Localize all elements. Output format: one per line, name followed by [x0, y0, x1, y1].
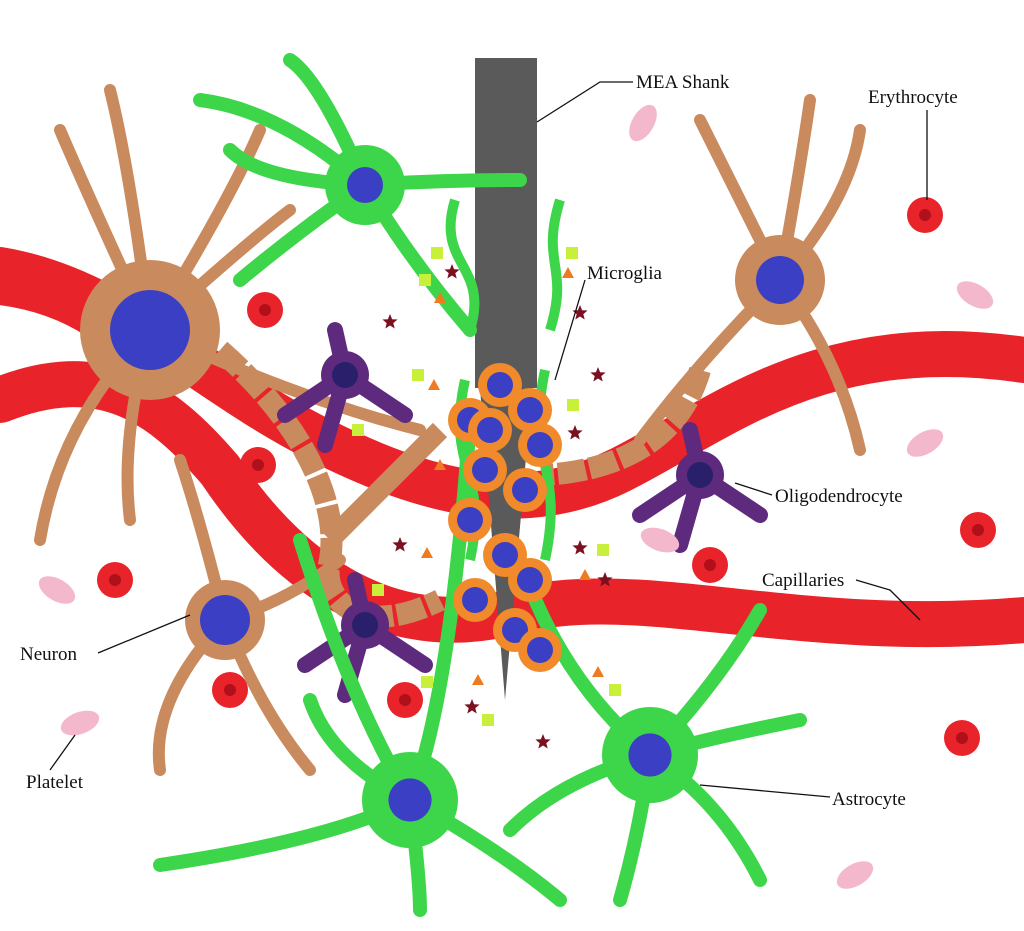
neuron-nucleus: [200, 595, 250, 645]
cytokine-star-marker: [392, 537, 408, 552]
cytokine-star-marker: [590, 367, 606, 382]
oligodendrocyte-nucleus: [687, 462, 713, 488]
microglia-nucleus: [517, 567, 543, 593]
square-marker: [431, 247, 443, 259]
cytokine-star-marker: [535, 734, 551, 749]
cytokine-star-marker: [382, 314, 398, 329]
square-marker: [566, 247, 578, 259]
leader-line: [855, 579, 921, 621]
microglia-nucleus: [517, 397, 543, 423]
cytokine-star-marker: [464, 699, 480, 714]
erythrocyte-center: [109, 574, 121, 586]
erythrocyte-center: [252, 459, 264, 471]
leader-line: [734, 482, 773, 496]
triangle-marker: [472, 674, 484, 685]
microglia-nucleus: [492, 542, 518, 568]
platelet: [60, 710, 100, 736]
erythrocyte-center: [704, 559, 716, 571]
triangle-marker: [592, 666, 604, 677]
astrocyte-process: [545, 198, 565, 332]
markers-layer: [352, 247, 621, 749]
square-marker: [372, 584, 384, 596]
triangle-marker: [579, 569, 591, 580]
label-erythrocyte: Erythrocyte: [868, 87, 958, 108]
platelet: [836, 861, 874, 889]
leader-line: [554, 279, 586, 381]
leader-line: [97, 614, 191, 654]
square-marker: [482, 714, 494, 726]
square-marker: [597, 544, 609, 556]
erythrocyte-center: [972, 524, 984, 536]
oligodendrocyte-process: [277, 322, 413, 453]
platelet: [906, 429, 944, 457]
oligodendrocyte-nucleus: [332, 362, 358, 388]
oligodendrocyte-nucleus: [352, 612, 378, 638]
cytokine-star-marker: [572, 540, 588, 555]
microglia-nucleus: [472, 457, 498, 483]
microglia-nucleus: [462, 587, 488, 613]
cytokine-star-marker: [444, 264, 460, 279]
leader-line: [699, 784, 831, 798]
triangle-marker: [428, 379, 440, 390]
astrocyte-nucleus: [347, 167, 383, 203]
square-marker: [609, 684, 621, 696]
label-platelet: Platelet: [26, 772, 84, 793]
neuron-nucleus: [110, 290, 190, 370]
square-marker: [567, 399, 579, 411]
mea-shank: [475, 58, 537, 388]
cytokine-star-marker: [572, 305, 588, 320]
erythrocyte-center: [259, 304, 271, 316]
square-marker: [421, 676, 433, 688]
neuron-nucleus: [756, 256, 804, 304]
microglia-nucleus: [527, 637, 553, 663]
astrocyte-nucleus: [388, 778, 432, 822]
microglia-nucleus: [457, 507, 483, 533]
erythrocyte-center: [399, 694, 411, 706]
erythrocyte-center: [956, 732, 968, 744]
leader-lines: [49, 81, 928, 798]
triangle-marker: [434, 459, 446, 470]
microglia-nucleus: [512, 477, 538, 503]
platelet: [640, 527, 680, 553]
label-neuron: Neuron: [20, 644, 77, 665]
neuron-axon: [544, 366, 711, 486]
neuron-axon: [322, 422, 448, 548]
leader-line: [49, 734, 76, 771]
erythrocyte-center: [919, 209, 931, 221]
microglia-nucleus: [502, 617, 528, 643]
erythrocyte-center: [224, 684, 236, 696]
leader-line: [536, 81, 633, 123]
label-mea-shank: MEA Shank: [636, 72, 730, 93]
astrocyte-nucleus: [628, 733, 672, 777]
microglia-nucleus: [487, 372, 513, 398]
cells-layer: [34, 53, 996, 917]
microglia-nucleus: [527, 432, 553, 458]
label-oligodendrocyte: Oligodendrocyte: [775, 486, 903, 507]
platelet: [38, 576, 76, 604]
triangle-marker: [434, 292, 446, 303]
label-capillaries: Capillaries: [762, 570, 844, 591]
oligodendrocyte-process: [632, 422, 768, 553]
label-microglia: Microglia: [587, 263, 662, 284]
triangle-marker: [562, 267, 574, 278]
cytokine-star-marker: [567, 425, 583, 440]
astrocyte-process: [445, 198, 480, 332]
platelet: [956, 281, 994, 309]
microglia-nucleus: [477, 417, 503, 443]
square-marker: [419, 274, 431, 286]
platelet: [629, 104, 657, 142]
square-marker: [352, 424, 364, 436]
triangle-marker: [421, 547, 433, 558]
cytokine-star-marker: [597, 572, 613, 587]
square-marker: [412, 369, 424, 381]
label-astrocyte: Astrocyte: [832, 789, 906, 810]
